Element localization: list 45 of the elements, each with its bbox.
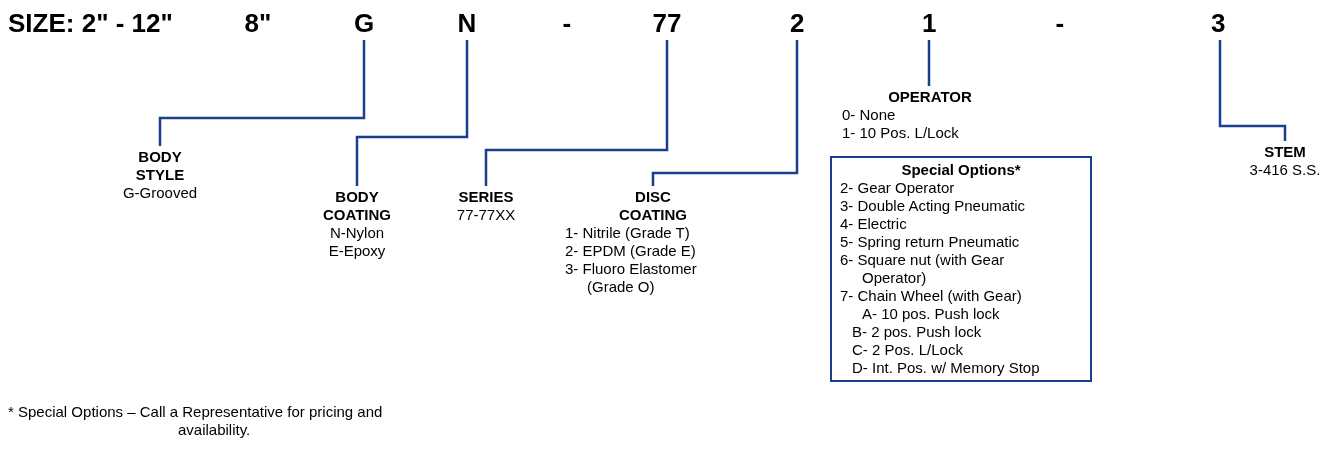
leader-line	[651, 40, 799, 186]
option-text: D- Int. Pos. w/ Memory Stop	[851, 359, 1041, 377]
field-heading: SERIES	[457, 188, 515, 206]
field-heading: STEM	[1263, 143, 1307, 161]
option-text: A- 10 pos. Push lock	[861, 305, 1001, 323]
field-heading: DISC COATING	[617, 188, 689, 224]
option-text: E-Epoxy	[327, 242, 387, 260]
leader-line	[484, 40, 669, 186]
option-text: 6- Square nut (with Gear Operator)	[840, 251, 1006, 287]
option-text: 3- Double Acting Pneumatic	[840, 197, 1027, 215]
code-character: 1	[922, 8, 937, 38]
option-text: 2- Gear Operator	[840, 179, 956, 197]
option-text: 77-77XX	[455, 206, 517, 224]
field-heading: BODY COATING	[321, 188, 393, 224]
option-text: N-Nylon	[328, 224, 386, 242]
size-value: 8"	[244, 8, 272, 38]
size-range: SIZE: 2" - 12"	[8, 8, 173, 38]
options-panel	[830, 156, 1092, 382]
option-text: 1- 10 Pos. L/Lock	[842, 124, 960, 142]
option-text: 3-416 S.S.	[1248, 161, 1322, 179]
option-text: 5- Spring return Pneumatic	[840, 233, 1021, 251]
field-heading: BODY STYLE	[134, 148, 186, 184]
footnote: * Special Options – Call a Representative for pricing and availability.	[8, 403, 384, 439]
field-heading: OPERATOR	[887, 88, 973, 106]
code-character: 3	[1211, 8, 1226, 38]
option-text: 7- Chain Wheel (with Gear)	[840, 287, 1023, 305]
code-character: G	[354, 8, 375, 38]
field-heading: Special Options*	[900, 161, 1022, 179]
option-text: 4- Electric	[840, 215, 908, 233]
option-text: 2- EPDM (Grade E)	[565, 242, 697, 260]
code-character: 77	[652, 8, 682, 38]
leader-line	[927, 40, 931, 86]
separator: -	[1055, 8, 1065, 38]
code-character: N	[457, 8, 477, 38]
leader-line	[158, 40, 366, 146]
option-text: G-Grooved	[121, 184, 199, 202]
option-text: 1- Nitrile (Grade T)	[565, 224, 691, 242]
leader-line	[355, 40, 469, 186]
option-text: 0- None	[842, 106, 897, 124]
leader-line	[1218, 40, 1287, 141]
separator: -	[562, 8, 572, 38]
option-text: B- 2 pos. Push lock	[851, 323, 983, 341]
code-character: 2	[790, 8, 805, 38]
option-text: 3- Fluoro Elastomer (Grade O)	[565, 260, 698, 296]
option-text: C- 2 Pos. L/Lock	[851, 341, 964, 359]
